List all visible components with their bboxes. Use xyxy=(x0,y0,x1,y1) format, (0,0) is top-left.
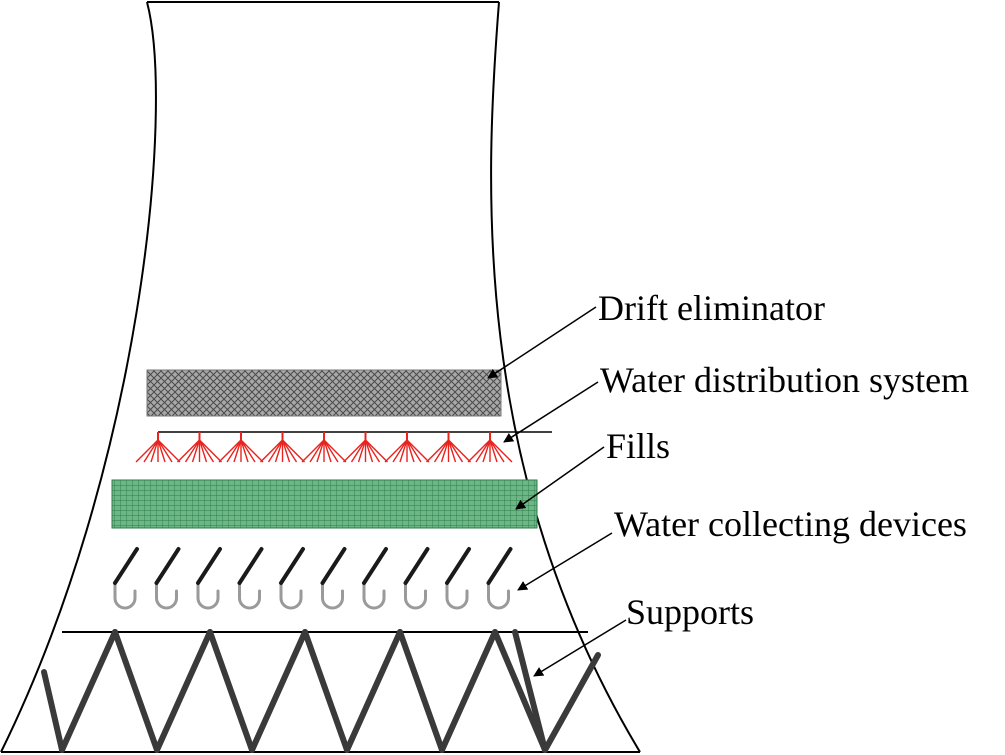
label-drift-eliminator: Drift eliminator xyxy=(598,288,825,328)
support-strut xyxy=(41,669,65,753)
tower-left-wall xyxy=(0,1,157,753)
collecting-device xyxy=(154,547,181,610)
support-strut xyxy=(249,629,308,753)
support-strut xyxy=(344,629,403,753)
collecting-device xyxy=(196,547,222,610)
water-collecting-arrow xyxy=(517,532,613,591)
spray-nozzle xyxy=(218,432,264,463)
supports xyxy=(41,629,601,753)
support-strut xyxy=(492,629,548,753)
support-strut xyxy=(397,629,445,753)
drift-eliminator-arrow xyxy=(487,306,597,379)
support-strut xyxy=(542,652,601,753)
support-strut xyxy=(154,629,213,753)
spray-nozzle xyxy=(384,432,430,463)
fills xyxy=(111,479,538,529)
collecting-device xyxy=(279,547,305,610)
support-strut xyxy=(112,629,160,753)
collecting-device xyxy=(445,547,471,610)
support-strut xyxy=(302,629,350,753)
support-strut xyxy=(207,629,255,753)
support-strut xyxy=(512,629,548,753)
spray-nozzle xyxy=(426,432,471,463)
supports-arrow xyxy=(533,619,627,677)
drift-eliminator xyxy=(146,369,502,417)
label-supports: Supports xyxy=(626,592,755,632)
label-fills: Fills xyxy=(606,426,671,466)
tower-right-wall xyxy=(490,1,641,753)
support-strut xyxy=(59,629,118,753)
spray-nozzle xyxy=(343,432,388,463)
collecting-device xyxy=(237,547,264,610)
spray-nozzle xyxy=(301,432,347,463)
support-strut xyxy=(439,629,498,753)
spray-nozzle xyxy=(177,432,222,463)
collecting-device xyxy=(486,547,513,610)
collecting-device xyxy=(113,547,139,610)
label-water-distribution-system: Water distribution system xyxy=(600,360,970,400)
spray-nozzle xyxy=(260,432,305,463)
water-collecting-devices xyxy=(113,547,513,610)
fills-arrow xyxy=(515,446,605,510)
collecting-device xyxy=(362,547,388,610)
water-distribution-arrow xyxy=(503,381,599,443)
collecting-device xyxy=(320,547,347,610)
spray-nozzle xyxy=(135,432,181,463)
label-water-collecting-devices: Water collecting devices xyxy=(614,504,967,544)
spray-nozzles xyxy=(135,432,513,463)
spray-nozzle xyxy=(467,432,513,463)
collecting-device xyxy=(403,547,430,610)
